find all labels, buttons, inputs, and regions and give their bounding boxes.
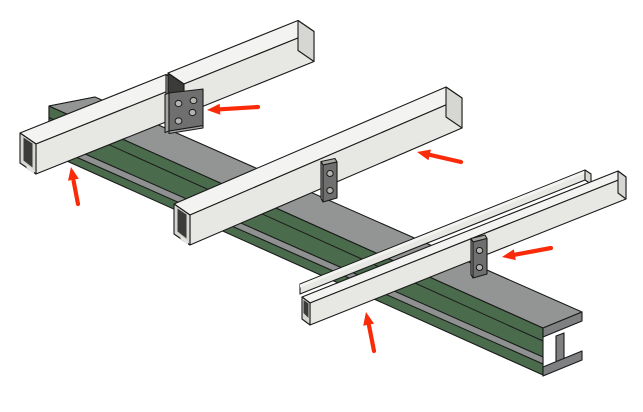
arrow-left-purlin [68,167,81,207]
arrow-head [207,103,221,115]
bolt-hole [174,117,183,125]
cleat-middle-front [322,161,338,203]
arrow-shaft [366,323,377,354]
purlin-left [19,19,315,175]
arrow-shaft [217,104,261,112]
beam-end-top-flange [542,311,583,338]
beam-flange-web-line [48,117,544,342]
bolt-hole [326,187,334,194]
splice-plate-side-edge [164,92,170,134]
arrow-shaft [428,152,464,165]
splice-plate-front [168,88,204,132]
arrow-head [502,249,516,261]
purlin-middle-left-end-interior [177,208,187,239]
purlin-left-seg1-end-lip [26,165,34,174]
arrow-head [417,149,431,161]
arrow-head [363,312,374,326]
purlin-middle-right-end [445,86,463,129]
bolt-hole [475,264,484,271]
arrow-shaft [512,245,554,257]
purlin-left-seg2-right-end [297,19,315,63]
bolt-hole [188,108,197,117]
cleat-right-front [472,237,488,279]
purlin-bottom-right-end [617,170,627,200]
arrow-right-cleat [502,245,554,261]
bolt-hole [174,99,183,108]
arrow-bottom-purlin [363,312,377,354]
arrow-shaft [71,178,81,207]
purlin-middle-left-end-lip [180,236,188,245]
cleat-right [470,234,488,279]
cleat-middle [320,157,338,203]
purlin-bottom-left-end-interior [303,300,309,318]
splice-plate [164,88,204,135]
purlin-bottom-far-lip-top [300,170,585,288]
arrow-middle-purlin [417,149,464,165]
annotation-arrows [68,103,554,354]
purlin-bottom [299,169,627,326]
arrow-splice-plate [207,103,261,115]
arrow-head [68,167,79,181]
beam-end-bottom-flange [542,350,583,377]
bolt-hole [326,170,334,177]
bolt-hole [189,96,198,105]
bolt-hole [475,247,484,254]
purlin-left-seg1-end-interior [23,137,33,168]
